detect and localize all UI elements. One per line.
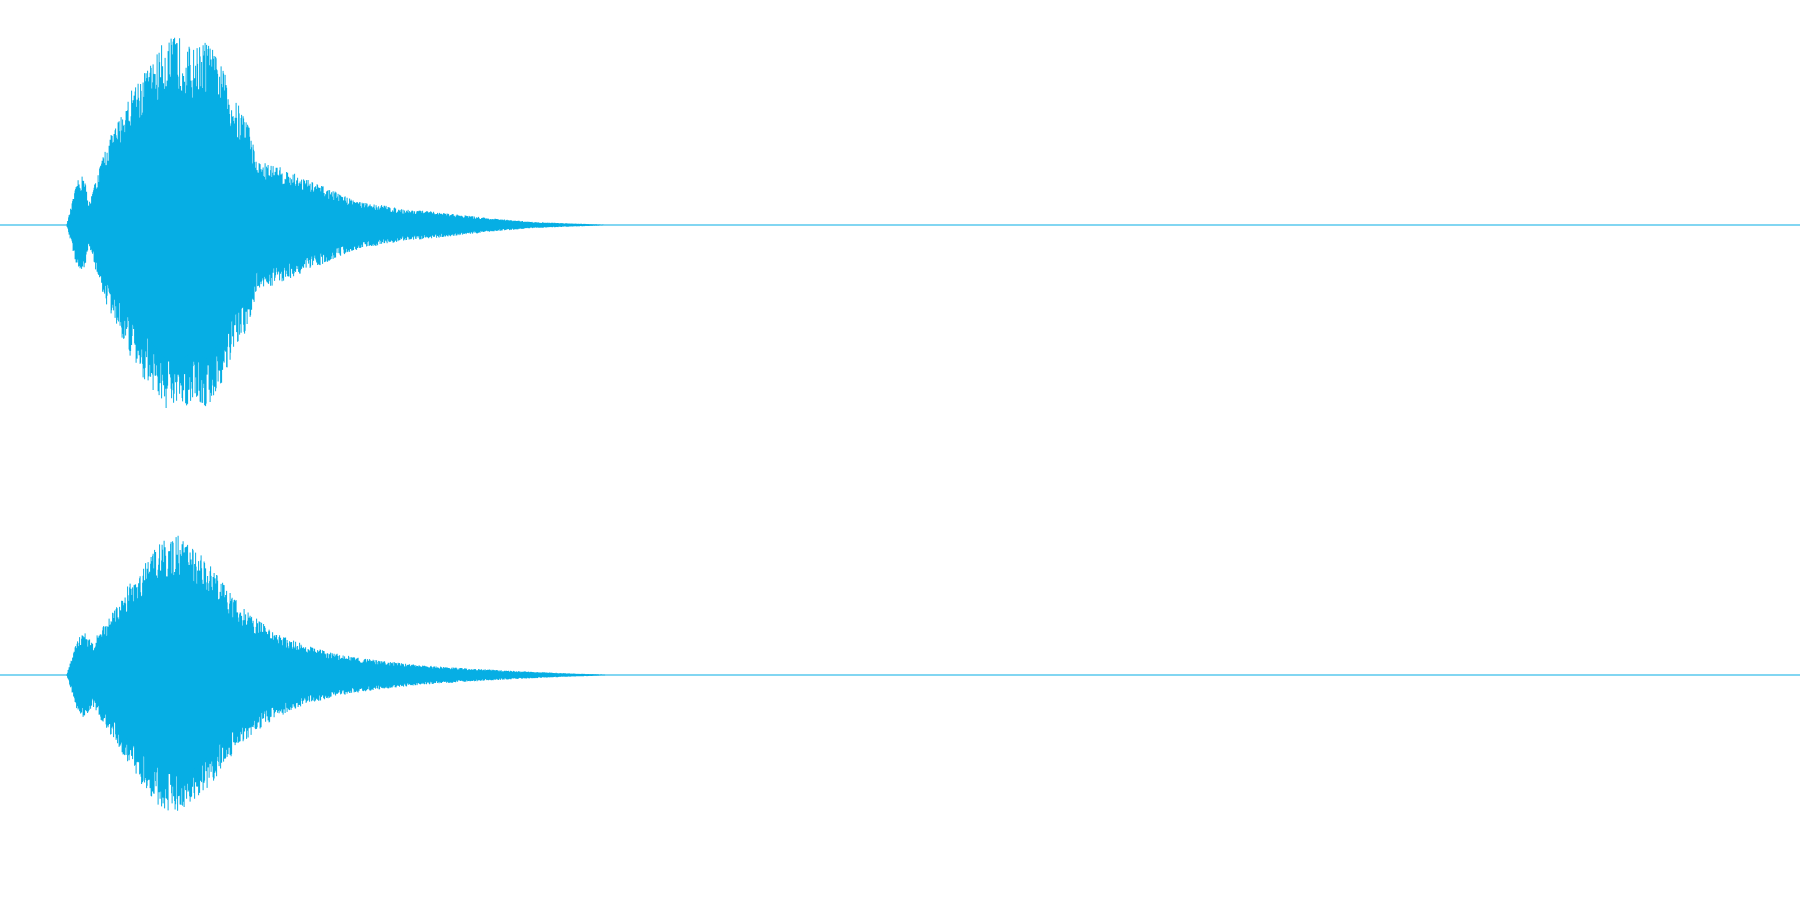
waveform-right-svg	[0, 535, 1800, 811]
waveform-core	[66, 574, 643, 776]
waveform-channel-left[interactable]	[0, 0, 1800, 450]
waveform-left-svg	[0, 37, 1800, 408]
waveform-core	[66, 88, 643, 362]
waveform-channel-right[interactable]	[0, 450, 1800, 900]
